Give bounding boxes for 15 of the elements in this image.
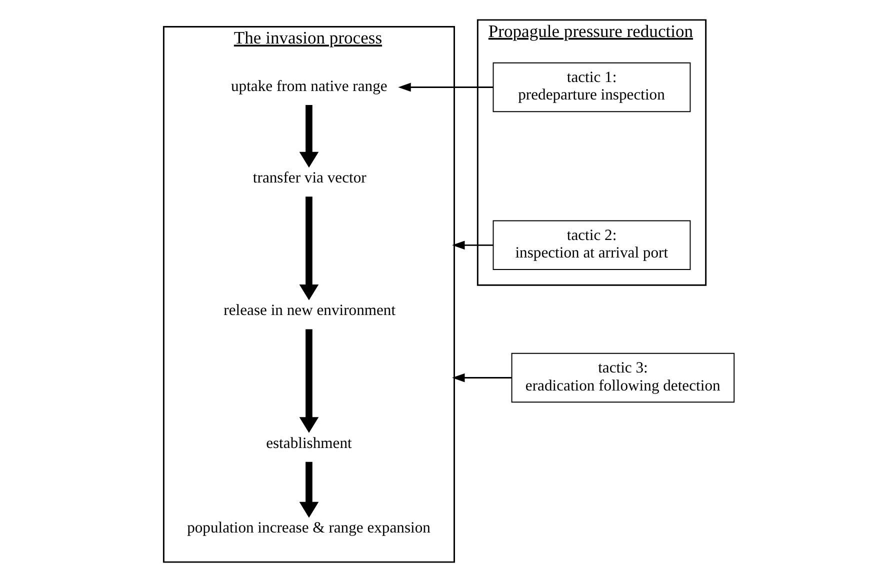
arrow bbox=[299, 329, 319, 433]
node-text: population increase & range expansion bbox=[187, 520, 430, 537]
node-text: transfer via vector bbox=[252, 170, 366, 187]
arrow bbox=[452, 373, 512, 382]
arrow bbox=[452, 240, 494, 250]
node-text: uptake from native range bbox=[230, 78, 388, 95]
arrow bbox=[299, 462, 319, 518]
node-box: tactic 3: eradication following detection bbox=[511, 352, 735, 403]
node-box: tactic 2: inspection at arrival port bbox=[492, 220, 691, 270]
arrow bbox=[299, 196, 319, 300]
node-box: tactic 1: predeparture inspection bbox=[492, 62, 691, 112]
arrow bbox=[299, 105, 319, 168]
node-text: release in new environment bbox=[224, 302, 396, 320]
node-text: establishment bbox=[266, 434, 352, 452]
arrow bbox=[398, 82, 494, 92]
